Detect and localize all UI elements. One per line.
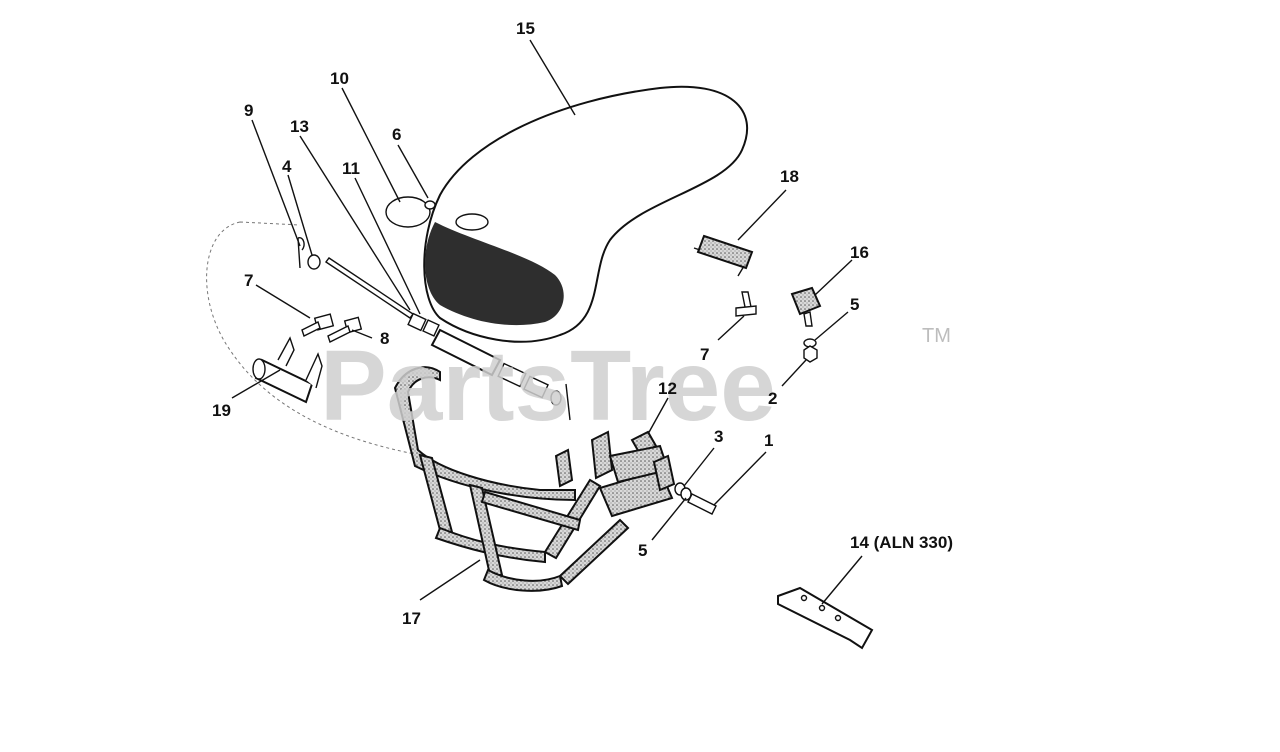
- callout-labels: 15 10 9 13 6 4 11 18 16 7 5 8 7 19 2 12 …: [212, 19, 953, 628]
- rear-bushings: [497, 362, 562, 406]
- callout-15: 15: [516, 19, 535, 38]
- part-13-rod[interactable]: [324, 257, 415, 319]
- part-6-washer[interactable]: [424, 200, 436, 210]
- part-11-bushing[interactable]: [407, 312, 440, 337]
- callout-6: 6: [392, 125, 401, 144]
- part-1-bolt[interactable]: [687, 493, 717, 515]
- part-14-plate[interactable]: [777, 586, 874, 650]
- part-19-bracket[interactable]: [252, 336, 323, 404]
- seat-dark-panel: [424, 222, 564, 326]
- part-16-block[interactable]: [790, 286, 822, 327]
- callout-16: 16: [850, 243, 869, 262]
- seat-pivot-tube: [430, 328, 502, 377]
- callout-13: 13: [290, 117, 309, 136]
- hairpin-pin: [565, 383, 571, 421]
- seat-emblem: [455, 213, 489, 231]
- callout-11: 11: [342, 159, 360, 178]
- callout-8: 8: [380, 329, 389, 348]
- leader-lines: [231, 39, 863, 605]
- callout-17: 17: [402, 609, 421, 628]
- part-7-bolt-left[interactable]: [301, 313, 335, 337]
- callout-18: 18: [780, 167, 799, 186]
- part-4-washer[interactable]: [307, 254, 321, 270]
- callout-7-left: 7: [244, 271, 253, 290]
- part-5-washer-lower[interactable]: [680, 487, 692, 501]
- callout-19: 19: [212, 401, 231, 420]
- callout-9: 9: [244, 101, 253, 120]
- callout-5-right: 5: [850, 295, 859, 314]
- callout-2: 2: [768, 389, 777, 408]
- callout-7-right: 7: [700, 345, 709, 364]
- callout-5-lower: 5: [638, 541, 647, 560]
- part-10-disc[interactable]: [385, 196, 431, 228]
- watermark-text: PartsTree: [320, 330, 776, 442]
- watermark-trademark: TM: [922, 325, 951, 347]
- part-15-seat[interactable]: [423, 85, 748, 343]
- callout-1: 1: [764, 431, 773, 450]
- part-17-frame[interactable]: [393, 366, 676, 592]
- callout-10: 10: [330, 69, 349, 88]
- part-7-latch-right[interactable]: [735, 291, 757, 317]
- callout-4: 4: [282, 157, 292, 176]
- ghost-outline: [206, 221, 421, 456]
- callout-12: 12: [658, 379, 677, 398]
- callout-3: 3: [714, 427, 723, 446]
- callout-14: 14 (ALN 330): [850, 533, 953, 552]
- part-18-bracket[interactable]: [693, 234, 754, 277]
- part-2-nut[interactable]: [803, 345, 818, 363]
